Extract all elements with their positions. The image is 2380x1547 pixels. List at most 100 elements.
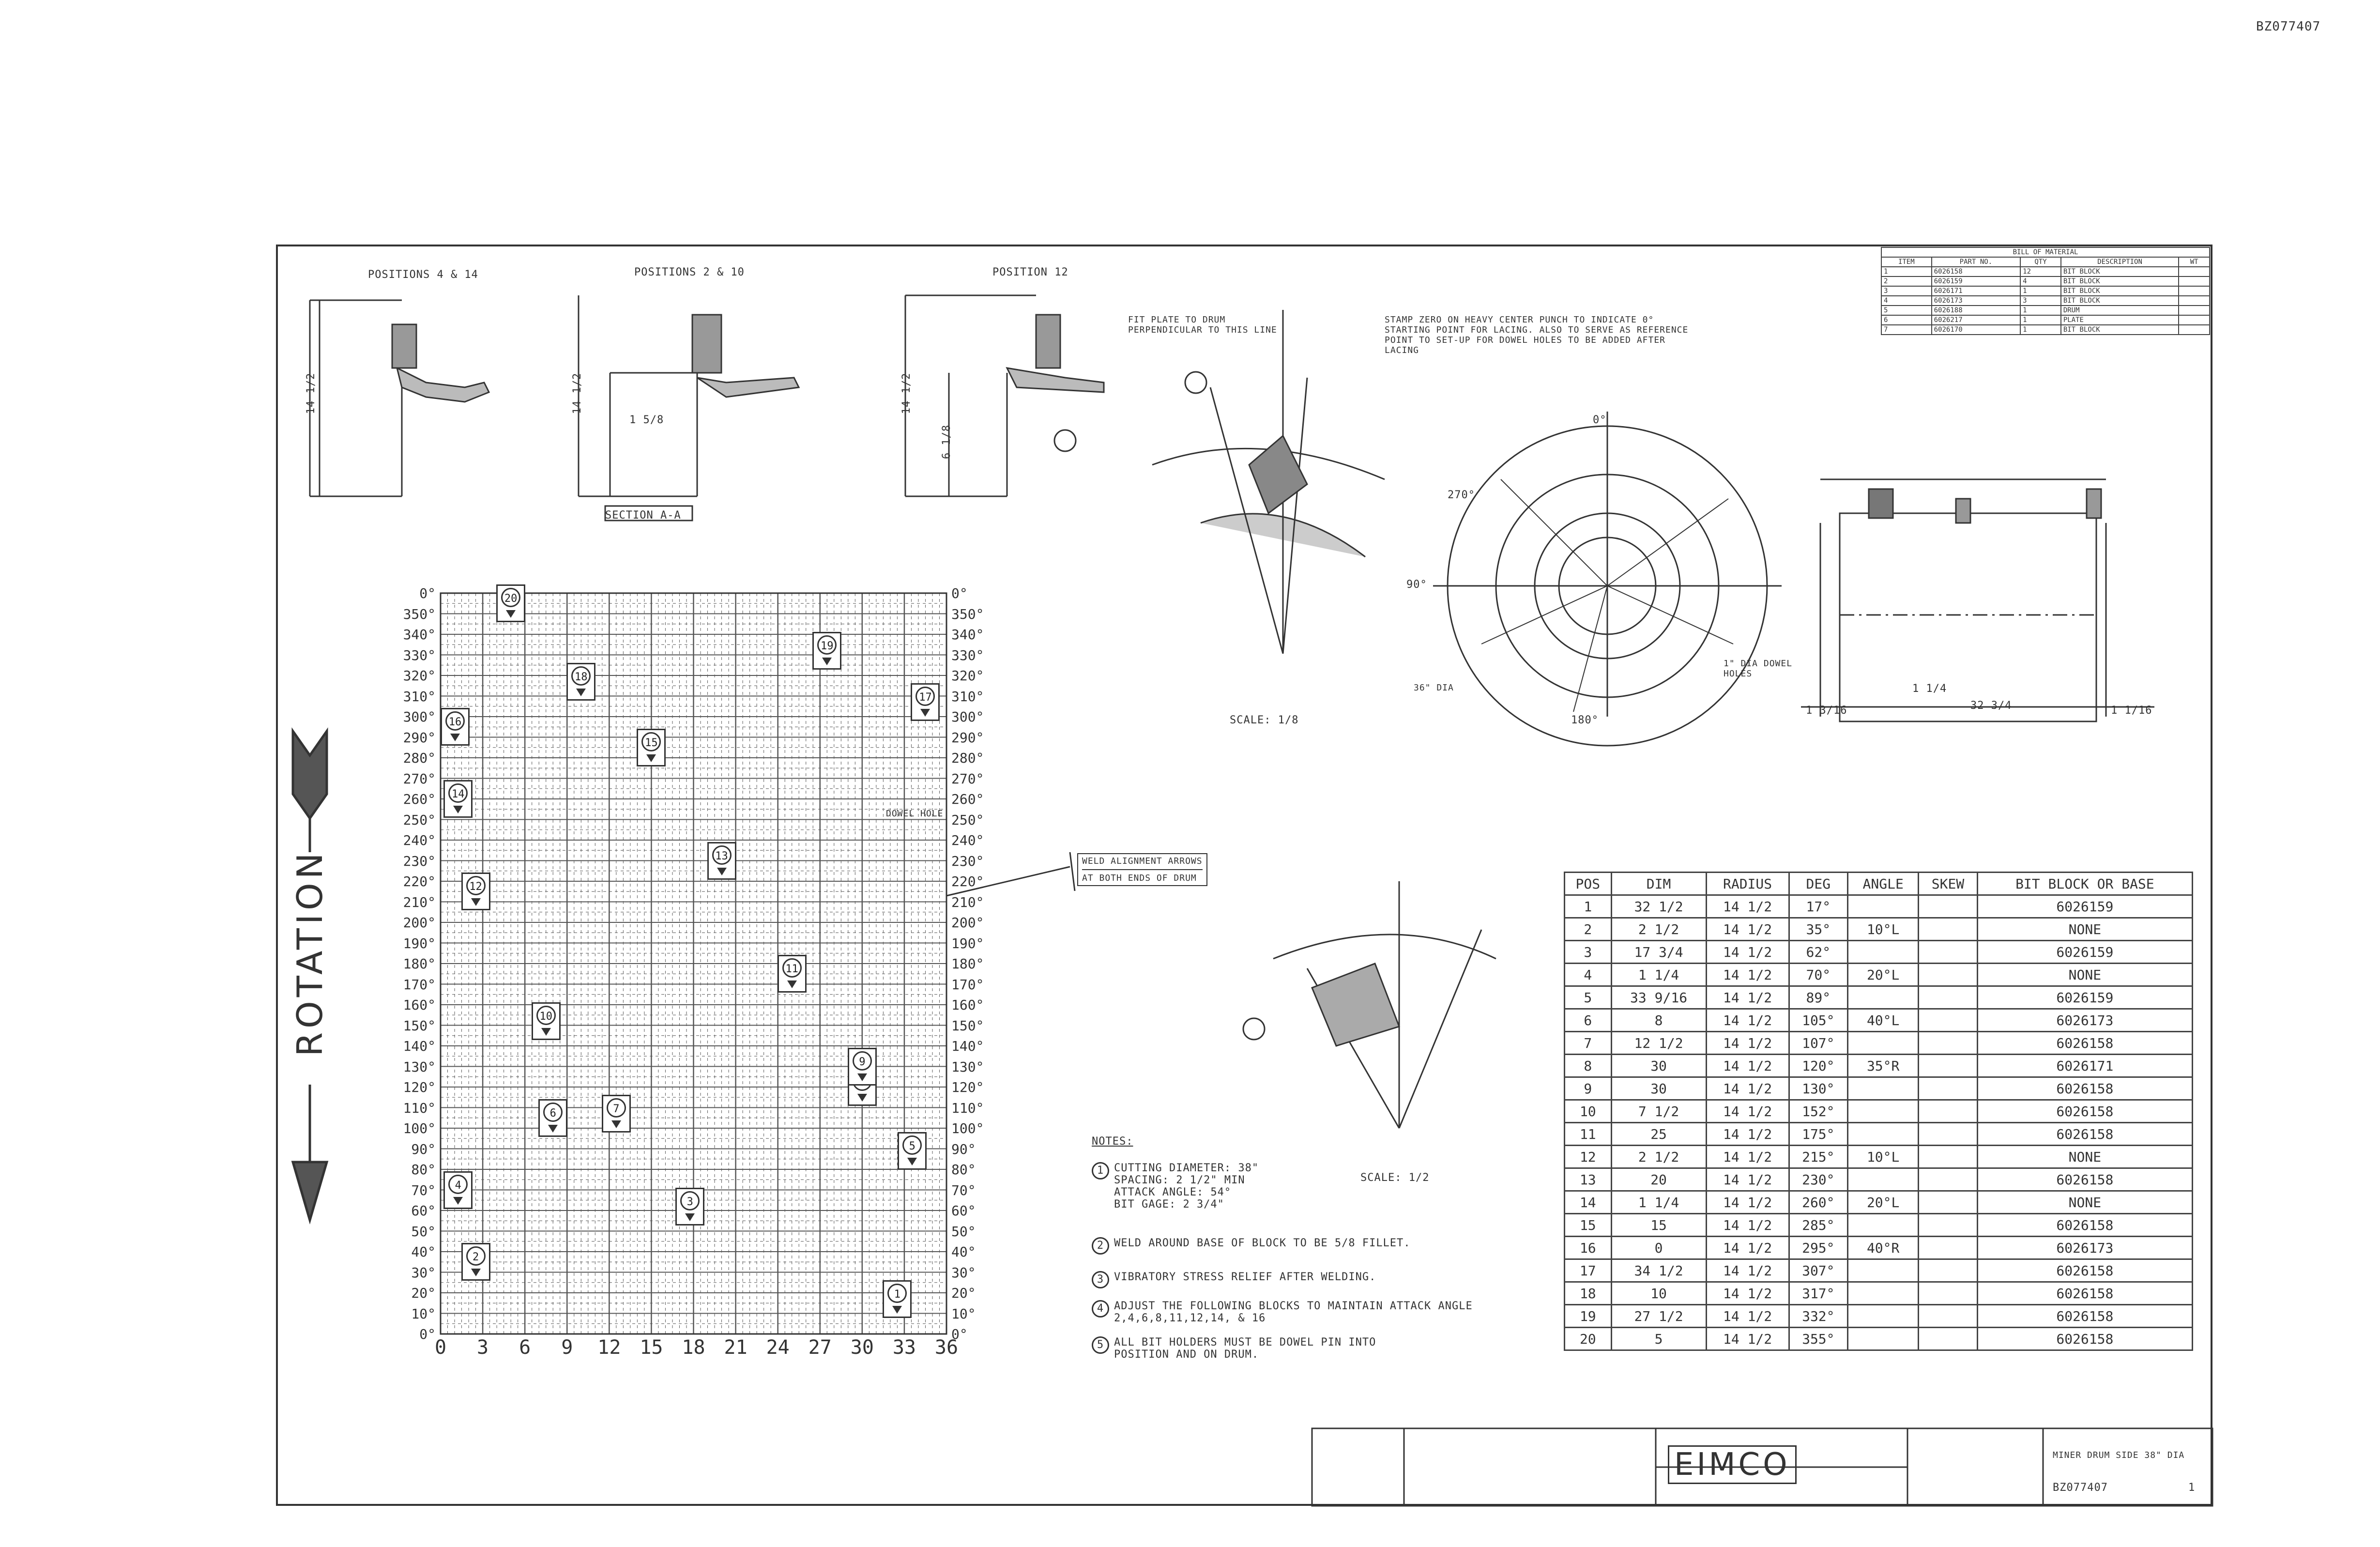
bom-cell: 6026217 [1931, 315, 2021, 325]
position-pointer [611, 1120, 621, 1129]
lacing-position-marker: 12 [461, 873, 490, 911]
y-tick-left: 350° [403, 606, 436, 622]
y-tick-right: 160° [951, 997, 984, 1013]
y-tick-right: 190° [951, 935, 984, 951]
table-cell: 2 [1564, 917, 1612, 941]
table-cell: 14 1/2 [1705, 963, 1790, 987]
rotation-arrow [291, 727, 329, 1225]
table-cell: 14 1/2 [1705, 1008, 1790, 1032]
position-pointer [471, 1269, 481, 1277]
lacing-position-marker: 10 [531, 1002, 561, 1040]
position-number: 20 [501, 588, 521, 608]
lacing-grid-frame [440, 592, 947, 1335]
position-pointer [787, 980, 797, 989]
bom-cell: 6026173 [1931, 295, 2021, 306]
table-cell [1918, 1281, 1978, 1305]
y-tick-left: 310° [403, 688, 436, 705]
position-pointer [857, 1073, 867, 1081]
bom-cell: BIT BLOCK [2060, 324, 2180, 335]
position-table-header-cell: DEG [1788, 872, 1849, 896]
table-cell: 6026173 [1976, 1236, 2194, 1260]
table-cell [1847, 1281, 1920, 1305]
lacing-position-marker: 4 [443, 1171, 473, 1209]
lacing-position-marker: 15 [637, 728, 666, 766]
title-block [1311, 1427, 2213, 1507]
x-tick: 30 [850, 1336, 874, 1359]
table-cell: 14 1/2 [1705, 1122, 1790, 1146]
lacing-position-marker: 16 [441, 708, 470, 746]
bom-cell: BIT BLOCK [2060, 295, 2180, 306]
table-cell: 2 1/2 [1610, 917, 1707, 941]
note-line: CUTTING DIAMETER: 38" [1114, 1162, 1259, 1174]
lacing-position-marker: 2 [461, 1243, 490, 1281]
x-tick: 24 [766, 1336, 790, 1359]
y-tick-left: 340° [403, 627, 436, 643]
position-table-header-cell: RADIUS [1705, 872, 1790, 896]
rotation-label: ROTATION [290, 849, 330, 1057]
bom-cell: 6026158 [1931, 266, 2021, 277]
table-cell: 260° [1788, 1190, 1849, 1214]
bom-cell: 3 [2020, 295, 2061, 306]
table-cell [1847, 1099, 1920, 1123]
y-tick-left: 210° [403, 894, 436, 910]
note-text: CUTTING DIAMETER: 38"SPACING: 2 1/2" MIN… [1114, 1162, 1259, 1210]
x-tick: 12 [597, 1336, 621, 1359]
lacing-position-marker: 11 [777, 955, 807, 993]
table-cell [1918, 1122, 1978, 1146]
table-cell: 14 1/2 [1705, 1076, 1790, 1101]
bom-cell: 6026159 [1931, 276, 2021, 287]
position-number: 3 [680, 1191, 700, 1210]
table-cell [1847, 1031, 1920, 1055]
bom-cell [2178, 315, 2210, 325]
table-cell: 1 1/4 [1610, 963, 1707, 987]
table-cell: 6026158 [1976, 1258, 2194, 1283]
y-tick-right: 340° [951, 627, 984, 643]
bom-cell: DRUM [2060, 305, 2180, 316]
table-cell: 15 [1610, 1213, 1707, 1237]
bom-cell: 4 [1881, 295, 1932, 306]
y-tick-right: 150° [951, 1017, 984, 1034]
x-tick: 21 [724, 1336, 748, 1359]
note-text: ADJUST THE FOLLOWING BLOCKS TO MAINTAIN … [1114, 1300, 1473, 1324]
table-cell: 6026159 [1976, 985, 2194, 1010]
title-drawing-number: BZ077407 [2053, 1482, 2108, 1494]
table-cell: 40°R [1847, 1236, 1920, 1260]
note-text: VIBRATORY STRESS RELIEF AFTER WELDING. [1114, 1271, 1376, 1283]
y-tick-left: 320° [403, 668, 436, 684]
table-cell: 230° [1788, 1167, 1849, 1192]
y-tick-right: 170° [951, 976, 984, 993]
table-cell: 20 [1564, 1327, 1612, 1351]
table-cell [1918, 1327, 1978, 1351]
table-cell: 5 [1610, 1327, 1707, 1351]
table-cell: 14 1/2 [1705, 1054, 1790, 1078]
table-cell: 8 [1564, 1054, 1612, 1078]
table-cell: 20°L [1847, 1190, 1920, 1214]
table-cell [1918, 1031, 1978, 1055]
y-tick-left: 160° [403, 997, 436, 1013]
y-tick-left: 150° [403, 1017, 436, 1034]
bom-cell: 6 [1881, 315, 1932, 325]
x-tick: 33 [892, 1336, 916, 1359]
bom-cell [2178, 295, 2210, 306]
y-tick-right: 180° [951, 956, 984, 972]
position-pointer [892, 1305, 902, 1314]
y-tick-left: 90° [411, 1141, 436, 1157]
drawing-border [276, 245, 2212, 1506]
table-cell [1847, 1213, 1920, 1237]
bom-cell [2178, 305, 2210, 316]
pos-4-14-title: POSITIONS 4 & 14 [368, 269, 478, 281]
bom-header-cell: WT [2178, 257, 2210, 267]
position-table-header-cell: POS [1564, 872, 1612, 896]
table-cell: 9 [1564, 1076, 1612, 1101]
y-tick-left: 330° [403, 647, 436, 663]
